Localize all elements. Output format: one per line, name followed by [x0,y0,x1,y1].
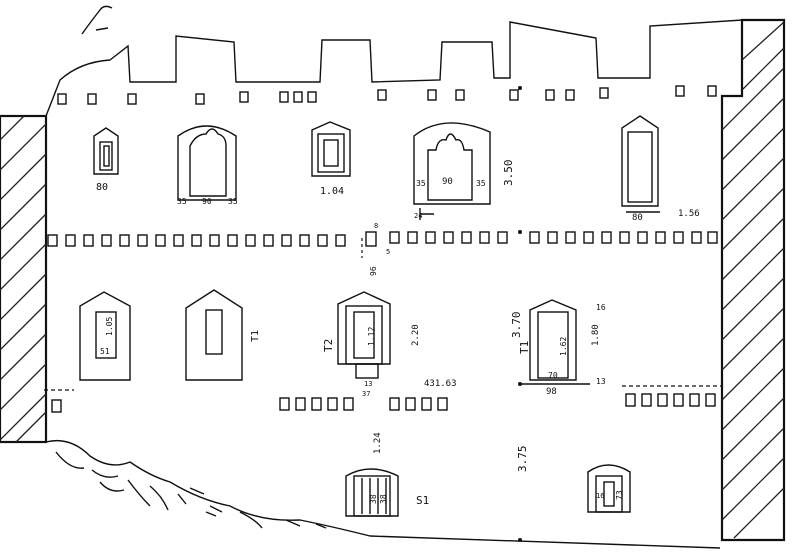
label-t2a: 1.12 [367,327,376,346]
label-w2a: 35 [177,197,187,206]
label-w3: 1.04 [320,186,344,197]
lower-window-4 [522,299,590,385]
label-w1: 80 [96,182,108,193]
ground-line [45,439,721,549]
upper-window-3 [311,121,351,177]
upper-window-1 [93,127,119,175]
label-d2a: 16 [596,492,604,500]
label-S1: S1 [416,494,429,507]
label-t0b: 51 [100,347,110,356]
lower-row-openings [51,393,716,413]
right-wall-section [720,18,786,542]
label-t3e: 98 [546,387,557,397]
label-T2: T2 [322,339,335,352]
label-t2c: 431.63 [424,379,457,389]
label-w2c: 35 [228,197,238,206]
survey-points [518,86,522,542]
top-small-openings [57,85,717,105]
label-w5b: 1.56 [678,209,700,219]
label-t2d: 13 [364,380,372,388]
label-w2b: 90 [202,197,212,206]
label-t3c: 16 [596,303,606,312]
label-w4d: 24 [414,212,422,220]
left-wall-section [0,114,48,444]
label-h3: 3.75 [516,446,529,473]
ground-door-1 [345,468,399,517]
label-T1: T1 [250,330,261,342]
label-w4b: 90 [442,177,453,187]
label-t3b: 1.80 [591,324,601,346]
label-d2b: 73 [615,490,624,500]
dashed-sill-lines [44,238,722,391]
label-mid3: 96 [369,266,378,276]
lower-window-1 [79,291,131,381]
crumbled-edge-top-left [81,5,113,35]
upper-window-2 [177,125,237,201]
label-t2f: 1.24 [373,432,383,454]
mid-row-openings [47,231,718,247]
label-t0a: 1.05 [105,317,114,336]
lower-window-3 [337,291,391,379]
label-w4a: 35 [416,179,426,188]
label-t3f: 13 [596,377,606,386]
label-t3d: 70 [548,371,558,380]
label-mid2: 5 [386,248,390,256]
label-h2: 3.70 [510,312,523,339]
lower-window-2 [185,289,243,381]
label-w5a: 80 [632,213,643,223]
label-mid1: 8 [374,222,378,230]
label-t3a: 1.62 [559,337,568,356]
label-s1a: 38 [369,494,378,504]
label-T3: T1 [518,341,531,354]
rubble-left [55,451,327,529]
facade-outline [45,19,743,117]
upper-window-4 [413,122,491,220]
label-t2b: 2.20 [411,324,421,346]
label-s1b: 38 [379,494,388,504]
dimension-labels: 80 35 90 35 1.04 35 90 35 24 3.50 80 1.5… [96,160,700,508]
upper-window-5 [621,115,660,213]
label-h1: 3.50 [502,160,515,187]
ground-door-2 [587,464,631,513]
label-t2e: 37 [362,390,370,398]
label-w4c: 35 [476,179,486,188]
